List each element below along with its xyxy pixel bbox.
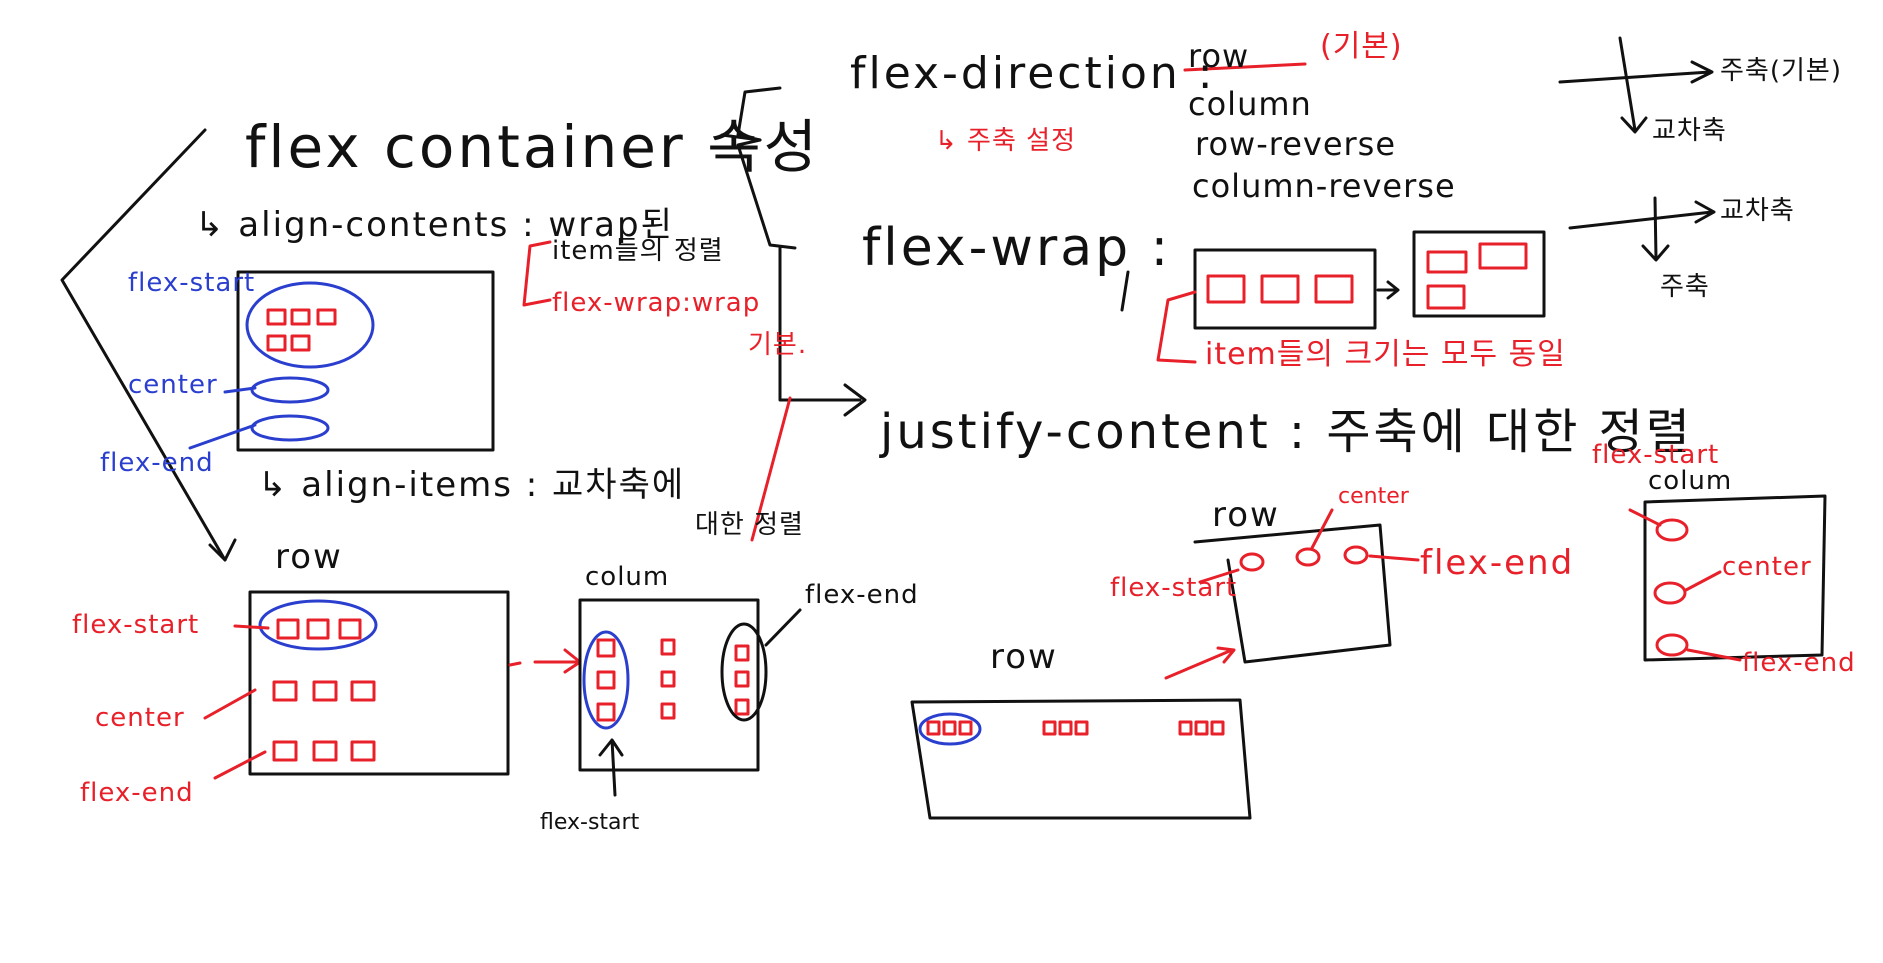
cross-axis-arrow-mid xyxy=(1641,196,1670,262)
note-bracket-red xyxy=(522,240,552,307)
cross-axis-arrow-top xyxy=(1618,36,1648,134)
wrap-arrow xyxy=(1376,280,1400,300)
arrow-to-row-bottom xyxy=(1164,646,1236,680)
axis-cross-top: 교차축 xyxy=(1652,116,1727,146)
connector-to-wrap xyxy=(720,133,762,142)
align-items-row-box xyxy=(248,590,510,776)
arrow-justify-center xyxy=(1310,508,1334,550)
row-bottom-flex-start-circle xyxy=(918,712,982,746)
flex-direction-label: flex-direction : xyxy=(850,48,1216,99)
main-axis-arrow-top xyxy=(1558,60,1714,84)
axis-main-top: 주축(기본) xyxy=(1720,56,1842,86)
flex-direction-option-row: row xyxy=(1188,37,1250,75)
arrow-row-center xyxy=(203,688,257,720)
arrow-column-flex-start xyxy=(598,738,624,797)
flex-direction-main-axis-note: ↳ 주축 설정 xyxy=(935,126,1076,156)
flex-direction-option-column: column xyxy=(1188,85,1312,123)
arrow-col-center xyxy=(1684,570,1722,592)
align-items-col-flex-end: flex-end xyxy=(805,580,919,610)
brace-arrowhead xyxy=(843,383,867,417)
flex-start-group-circle xyxy=(245,281,375,369)
justify-row-bottom-title: row xyxy=(990,637,1058,677)
align-items-flex-end: flex-end xyxy=(80,778,194,808)
main-axis-arrow-mid xyxy=(1568,200,1716,230)
flex-direction-default-note: (기본) xyxy=(1320,29,1403,64)
justify-content-label: justify-content : 주축에 대한 정렬 xyxy=(880,404,1693,460)
align-contents-note-3: 기본. xyxy=(748,330,808,360)
justify-row-top-center: center xyxy=(1338,484,1409,509)
arrow-between-boxes xyxy=(508,648,582,674)
justify-row-top-flex-end: flex-end xyxy=(1420,543,1575,583)
align-contents-note-1: item들의 정렬 xyxy=(552,236,724,266)
arrow-col-flex-start xyxy=(1628,508,1662,527)
arrow-justify-flex-end xyxy=(1368,554,1420,562)
align-contents-label: ↳ align-contents : wrap된 xyxy=(195,205,674,245)
arrow-row-flex-end xyxy=(213,750,267,780)
align-items-row-title: row xyxy=(275,537,343,577)
align-items-center: center xyxy=(95,703,185,733)
arrow-head-row xyxy=(208,538,237,562)
arrow-justify-flex-start xyxy=(1198,568,1240,584)
flex-direction-option-row-reverse: row-reverse xyxy=(1195,125,1397,163)
flex-wrap-items-after xyxy=(1426,242,1528,310)
flex-wrap-note-bracket xyxy=(1156,290,1197,364)
justify-column-items xyxy=(1653,518,1689,657)
column-flex-start-circle xyxy=(582,630,630,730)
align-contents-flex-start: flex-start xyxy=(128,268,256,298)
flex-direction-option-column-reverse: column-reverse xyxy=(1192,167,1456,205)
axis-cross-mid: 교차축 xyxy=(1720,196,1795,226)
justify-row-top-flex-start: flex-start xyxy=(1110,573,1238,603)
flex-wrap-note: item들의 크기는 모두 동일 xyxy=(1205,337,1566,372)
flex-end-group-circle xyxy=(250,414,330,442)
arrow-column-flex-end xyxy=(764,608,802,647)
justify-row-bottom-items xyxy=(926,720,1225,736)
flex-container-title: flex container 속성 xyxy=(245,113,820,181)
arrow-to-center-group xyxy=(223,386,257,394)
flex-wrap-box-after xyxy=(1412,230,1546,318)
align-items-row-items xyxy=(272,618,376,762)
align-items-column-title: colum xyxy=(585,562,670,592)
justify-column-box xyxy=(1643,494,1827,662)
justify-column-flex-end: flex-end xyxy=(1742,648,1856,678)
align-contents-center: center xyxy=(128,370,218,400)
align-items-col-flex-start: flex-start xyxy=(540,810,640,835)
flex-wrap-label: flex-wrap : xyxy=(862,218,1172,278)
red-line-to-justify xyxy=(750,396,792,542)
row-flex-start-circle xyxy=(258,599,378,651)
align-items-flex-start: flex-start xyxy=(72,610,200,640)
justify-row-top-box xyxy=(1193,523,1392,664)
align-items-label-2: 대한 정렬 xyxy=(695,510,804,540)
center-group-circle xyxy=(250,376,330,404)
column-flex-end-circle xyxy=(720,622,768,722)
flex-wrap-items-before xyxy=(1206,274,1354,304)
left-brace xyxy=(60,128,227,562)
align-items-label: ↳ align-items : 교차축에 xyxy=(258,465,686,505)
arrow-to-flex-end-group xyxy=(188,423,257,450)
arrow-row-flex-start xyxy=(233,624,270,630)
align-items-column-items xyxy=(596,638,750,722)
justify-column-center: center xyxy=(1722,552,1812,582)
row-underline xyxy=(1183,62,1307,72)
justify-column-flex-start: flex-start xyxy=(1592,440,1720,470)
justify-row-top-title: row xyxy=(1212,495,1280,535)
justify-row-top-items xyxy=(1239,545,1369,572)
align-contents-items xyxy=(266,308,337,352)
flex-wrap-down-arrow xyxy=(1120,270,1130,312)
flex-wrap-box-before xyxy=(1193,248,1377,330)
align-contents-box xyxy=(236,270,495,452)
align-contents-note-2: flex-wrap:wrap xyxy=(552,288,761,318)
arrow-col-flex-end xyxy=(1686,648,1742,662)
justify-row-bottom-box xyxy=(910,698,1252,820)
align-items-column-box xyxy=(578,598,760,772)
align-contents-flex-end: flex-end xyxy=(100,448,214,478)
justify-column-title: colum xyxy=(1648,466,1733,496)
axis-main-mid: 주축 xyxy=(1660,272,1710,302)
